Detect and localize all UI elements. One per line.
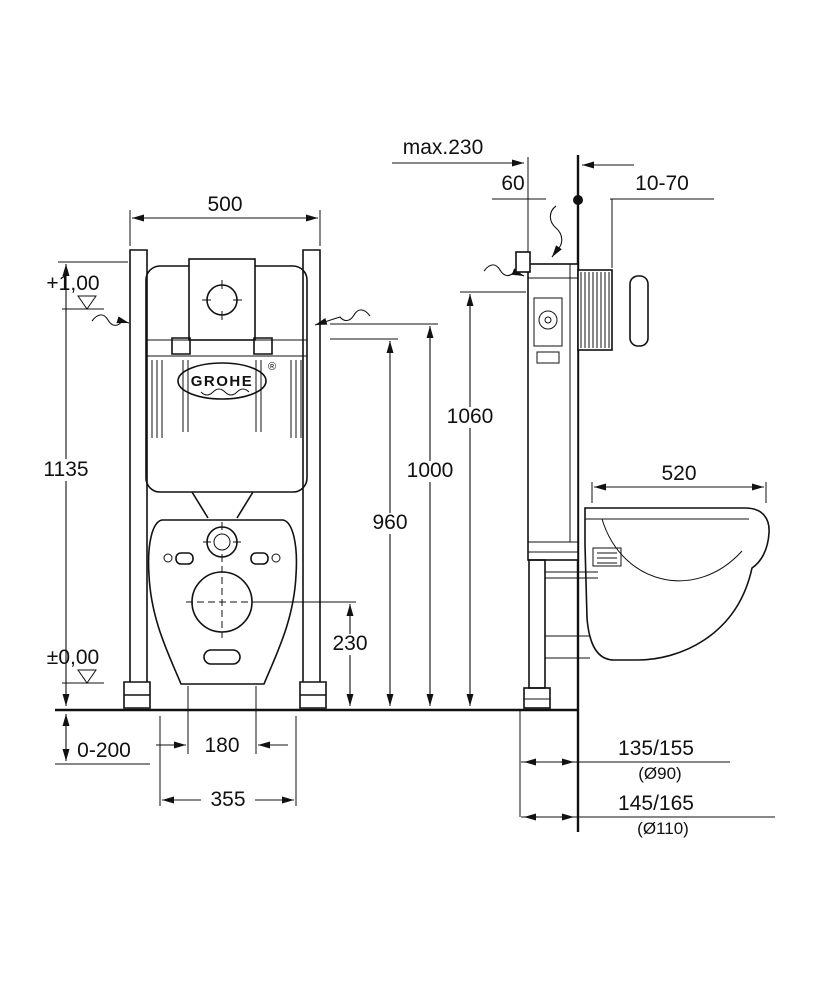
flush-inlet	[592, 547, 622, 567]
label-bg	[42, 459, 90, 481]
level-triangle-icon	[62, 295, 104, 310]
mechanism-base	[536, 351, 560, 364]
dim-outlet-height-230: 230	[254, 601, 374, 706]
level-marker-floor: ±0,00	[47, 646, 104, 684]
dim-label-outlet-height: 230	[332, 632, 367, 655]
mounting-tabs	[171, 337, 273, 355]
extension-lines	[591, 482, 767, 503]
dim-label-1060: 1060	[447, 405, 494, 428]
dim-label-max-depth: max.230	[403, 136, 484, 159]
cistern-side	[515, 251, 579, 561]
dim-label-plate-offset: 60	[501, 172, 524, 195]
flush-unit	[188, 258, 256, 341]
flush-inlet-lines	[597, 552, 617, 564]
outlet-dia-b: (Ø110)	[637, 819, 689, 838]
logo-ellipse	[177, 362, 267, 400]
extension-lines	[187, 686, 257, 754]
bolt-slot-left	[175, 552, 194, 565]
frame-foot-side	[523, 687, 551, 709]
level-triangle-icon	[62, 669, 104, 684]
dim-width-500: 500	[129, 193, 321, 246]
registered-mark-icon: ®	[268, 361, 276, 373]
side-view: max.230 60 10-70	[392, 136, 775, 838]
dim-label-module-width: 355	[210, 788, 245, 811]
actuator-block	[577, 269, 613, 351]
mechanism-axle	[544, 316, 552, 324]
wavy-pointer-side-icon	[483, 264, 525, 277]
dim-height-1135: 1135	[42, 261, 128, 706]
label-bg	[365, 513, 415, 534]
wavy-pointer-right-icon	[314, 309, 371, 326]
flush-button-crosshair	[202, 280, 242, 320]
label-bg	[441, 407, 499, 428]
connection-rods	[545, 571, 598, 659]
outlet-label-b: 145/165	[618, 792, 694, 815]
logo-wave	[200, 388, 250, 396]
dim-label-wall-thickness: 10-70	[635, 172, 689, 195]
mechanism-wheel	[538, 310, 558, 330]
frame-rail-side	[528, 559, 546, 689]
mounting-frame	[123, 249, 327, 709]
cistern-outlet-funnel	[191, 491, 254, 519]
dim-label-foot-adjust: 0-200	[77, 739, 131, 762]
level-label-top: +1,00	[46, 272, 99, 295]
dim-max-depth: max.230	[392, 136, 529, 262]
toilet-side-outline	[584, 507, 770, 661]
wavy-pointer-down-icon	[549, 205, 563, 258]
brand-text: GROHE	[191, 373, 254, 390]
outlet-callouts: 135/155 (Ø90) 145/165 (Ø110)	[519, 710, 775, 838]
dim-bowl-depth-520: 520	[591, 462, 767, 503]
flush-pipe-connector-inner	[213, 533, 231, 551]
bolt-slot-right	[250, 552, 269, 565]
flush-plate-edge	[515, 251, 531, 273]
grohe-logo: GROHE ®	[177, 361, 276, 400]
dim-label-width: 500	[207, 193, 242, 216]
dim-label-height: 1135	[43, 458, 88, 481]
dim-label-1000: 1000	[407, 459, 454, 482]
label-bg	[201, 789, 255, 810]
actuator-hatch	[580, 272, 610, 348]
toilet-side	[584, 507, 770, 661]
dim-height-1000: 1000	[330, 323, 459, 706]
front-view: GROHE ®	[123, 249, 327, 709]
cistern-side-lines	[528, 264, 578, 553]
level-label-floor: ±0,00	[47, 646, 99, 669]
dim-wall-thickness: 10-70	[610, 172, 714, 268]
dim-label-bolt-spacing: 180	[204, 734, 239, 757]
label-bg	[326, 634, 374, 655]
waste-outlet-centerlines	[186, 566, 258, 638]
bolt-hole-right	[271, 553, 281, 563]
dim-plate-offset-60: 60	[492, 172, 546, 200]
dim-foot-adjust: 0-200	[55, 714, 150, 765]
connector-crosshair	[203, 522, 241, 562]
dim-module-width-355: 355	[159, 716, 297, 811]
reference-dot-icon	[573, 195, 583, 205]
actuator-body	[577, 269, 613, 351]
level-marker-top: +1,00	[46, 272, 104, 310]
outlet-label-a: 135/155	[618, 737, 694, 760]
dim-label-bowl-depth: 520	[661, 462, 696, 485]
dim-label-960: 960	[372, 511, 407, 534]
dim-bolt-spacing-180: 180	[156, 686, 288, 757]
frame-side	[523, 559, 551, 709]
dimensions-front: 500 1135 +1,00 ±0,00 0-200 180	[42, 193, 578, 811]
wavy-pointer-left-icon	[91, 314, 130, 326]
extension-lines	[159, 716, 297, 806]
extension-lines	[129, 210, 321, 246]
flush-mechanism	[533, 297, 563, 347]
dim-height-960: 960	[330, 338, 415, 706]
label-bg	[401, 461, 459, 482]
cistern-detail-lines	[146, 339, 307, 438]
dim-height-1060: 1060	[441, 291, 526, 706]
bowl-inner-curve	[601, 518, 743, 582]
fixing-slot	[203, 649, 241, 665]
outlet-dia-a: (Ø90)	[638, 764, 681, 783]
flush-plate-side	[629, 275, 649, 347]
bolt-hole-left	[163, 553, 173, 563]
